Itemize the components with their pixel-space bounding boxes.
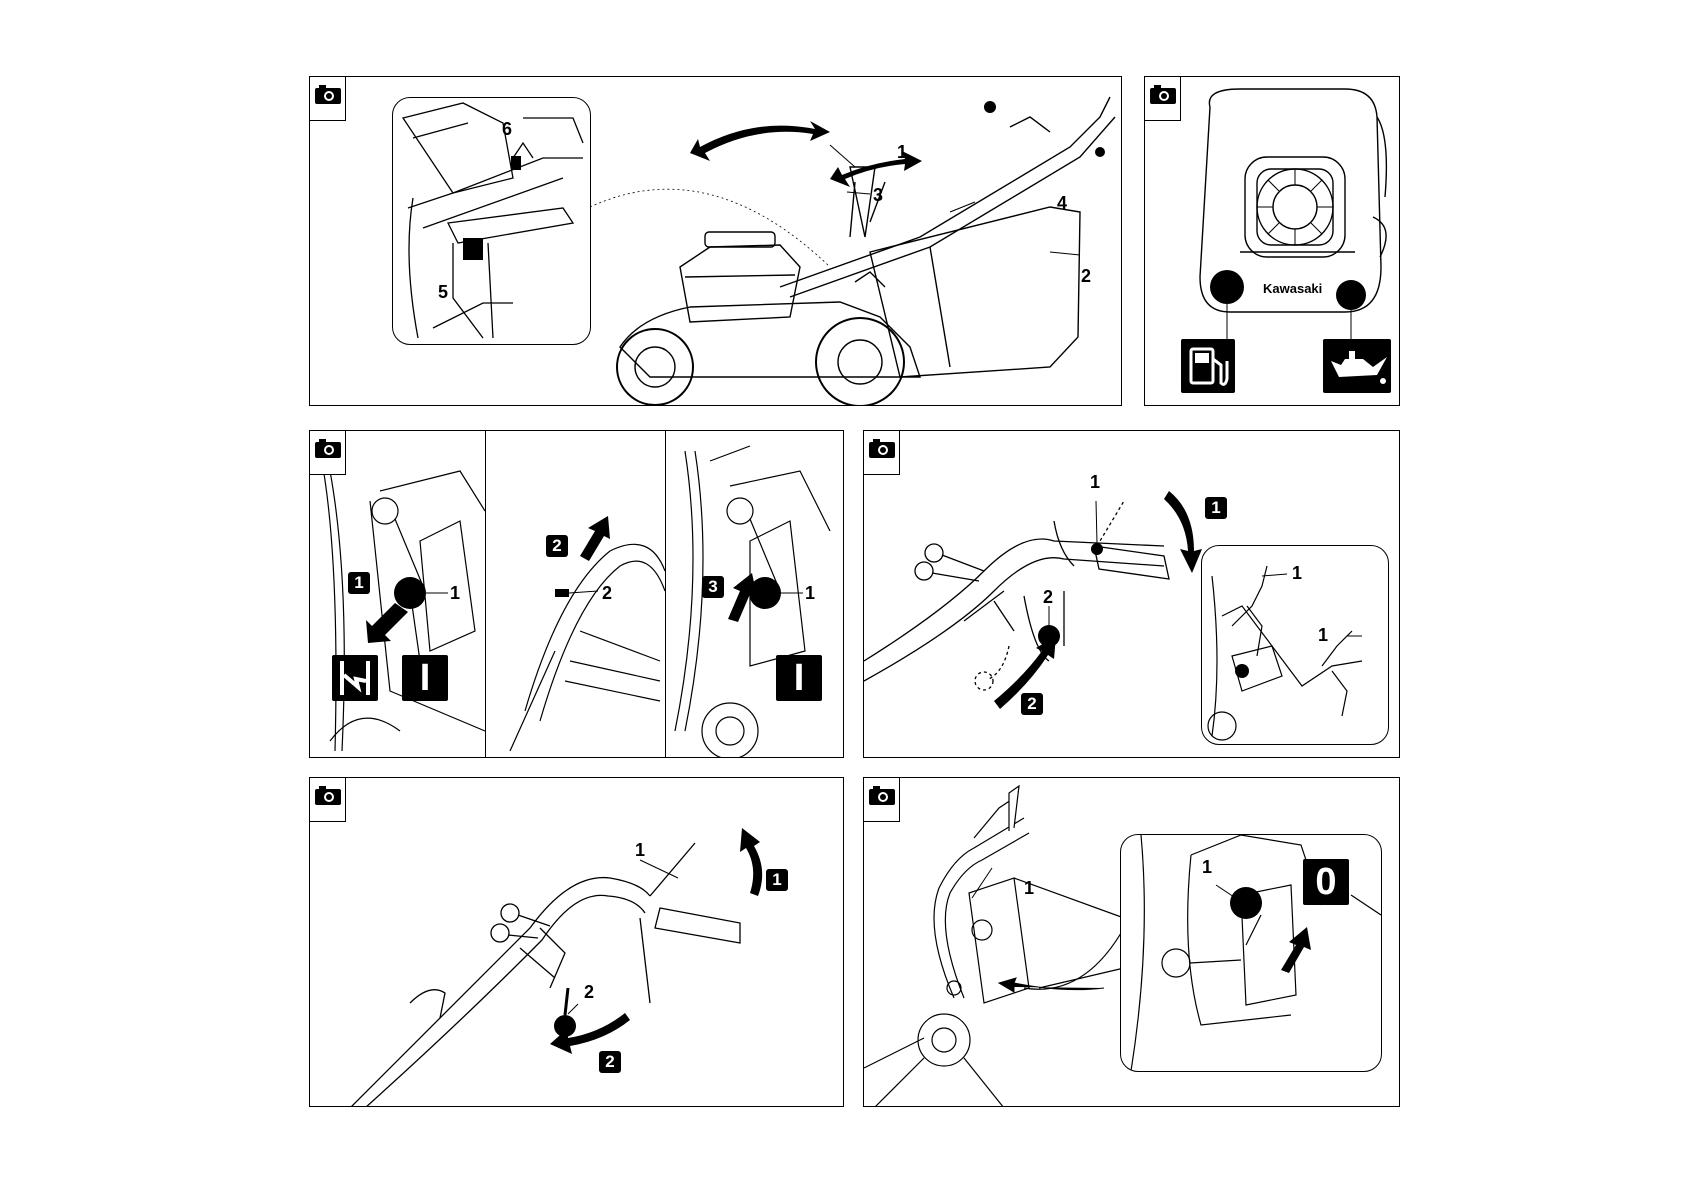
callout-1: 1	[1090, 472, 1101, 492]
step-2-badge: 2	[1021, 693, 1043, 715]
callout-2-view-b: 2	[602, 583, 613, 603]
gear-on-symbol: I	[402, 655, 448, 701]
panel-mower-overview: 6 5	[309, 76, 1122, 406]
step-1-badge: 1	[348, 572, 370, 594]
panel-engine-top: Kawasaki	[1144, 76, 1400, 406]
callout-1-engaged: 1	[1318, 625, 1329, 645]
callout-1: 1	[897, 142, 908, 162]
camera-icon-box	[310, 77, 346, 121]
camera-icon-box	[864, 778, 900, 822]
brake-lever-drawing	[864, 491, 1202, 709]
camera-icon-box	[864, 431, 900, 475]
engine-brand-label: Kawasaki	[1263, 281, 1323, 296]
detail-inset-brake-positions: 1 1	[1201, 545, 1389, 745]
stop-symbol: 0	[1303, 859, 1349, 905]
fuel-pump-icon	[1181, 339, 1235, 393]
panel-engine-stop: 1 1 0	[863, 777, 1400, 1107]
callout-6: 6	[502, 119, 513, 139]
panel-gear-lever: 1 2 1 1 2 3 I I	[309, 430, 844, 758]
camera-icon	[1150, 85, 1176, 104]
step-2-badge: 2	[546, 535, 568, 557]
camera-icon	[315, 85, 341, 104]
callout-5: 5	[438, 282, 449, 302]
gear-engage-icon	[332, 655, 378, 701]
gear-on-symbol-view-c: I	[776, 655, 822, 701]
callout-1-view-c: 1	[805, 583, 816, 603]
callout-1-view-a: 1	[450, 583, 461, 603]
camera-icon-box	[1145, 77, 1181, 121]
subview-divider	[665, 431, 666, 757]
step-1-badge: 1	[766, 869, 788, 891]
camera-icon	[869, 439, 895, 458]
gear-lever-drawing	[319, 445, 831, 757]
callout-3: 3	[873, 185, 884, 205]
step-2-badge: 2	[599, 1051, 621, 1073]
step-3-badge: 3	[702, 576, 724, 598]
callout-2: 2	[1081, 266, 1092, 286]
callout-4: 4	[1057, 193, 1068, 213]
camera-icon	[315, 439, 341, 458]
panel-throttle-lever: 1 2 1 2	[309, 777, 844, 1107]
throttle-lever-drawing	[351, 828, 763, 1106]
subview-divider	[485, 431, 486, 757]
camera-icon-box	[310, 778, 346, 822]
camera-icon	[869, 786, 895, 805]
step-1-badge: 1	[1205, 497, 1227, 519]
lawnmower-drawing	[589, 96, 1116, 405]
callout-1-inset: 1	[1202, 857, 1213, 877]
callout-1: 1	[1024, 878, 1035, 898]
detail-inset-stop-position: 1 0	[1120, 834, 1382, 1072]
engine-drawing	[1199, 88, 1388, 339]
callout-1: 1	[635, 840, 646, 860]
callout-2: 2	[1043, 587, 1054, 607]
callout-1-released: 1	[1292, 563, 1303, 583]
camera-icon-box	[310, 431, 346, 475]
detail-inset-handle-clip: 6 5	[392, 97, 591, 345]
panel-brake-lever: 1 2 1 2 1 1	[863, 430, 1400, 758]
handle-clip-drawing	[401, 102, 584, 339]
oil-can-icon	[1323, 339, 1391, 393]
brake-positions-drawing	[1207, 565, 1363, 741]
callout-2: 2	[584, 982, 595, 1002]
camera-icon	[315, 786, 341, 805]
